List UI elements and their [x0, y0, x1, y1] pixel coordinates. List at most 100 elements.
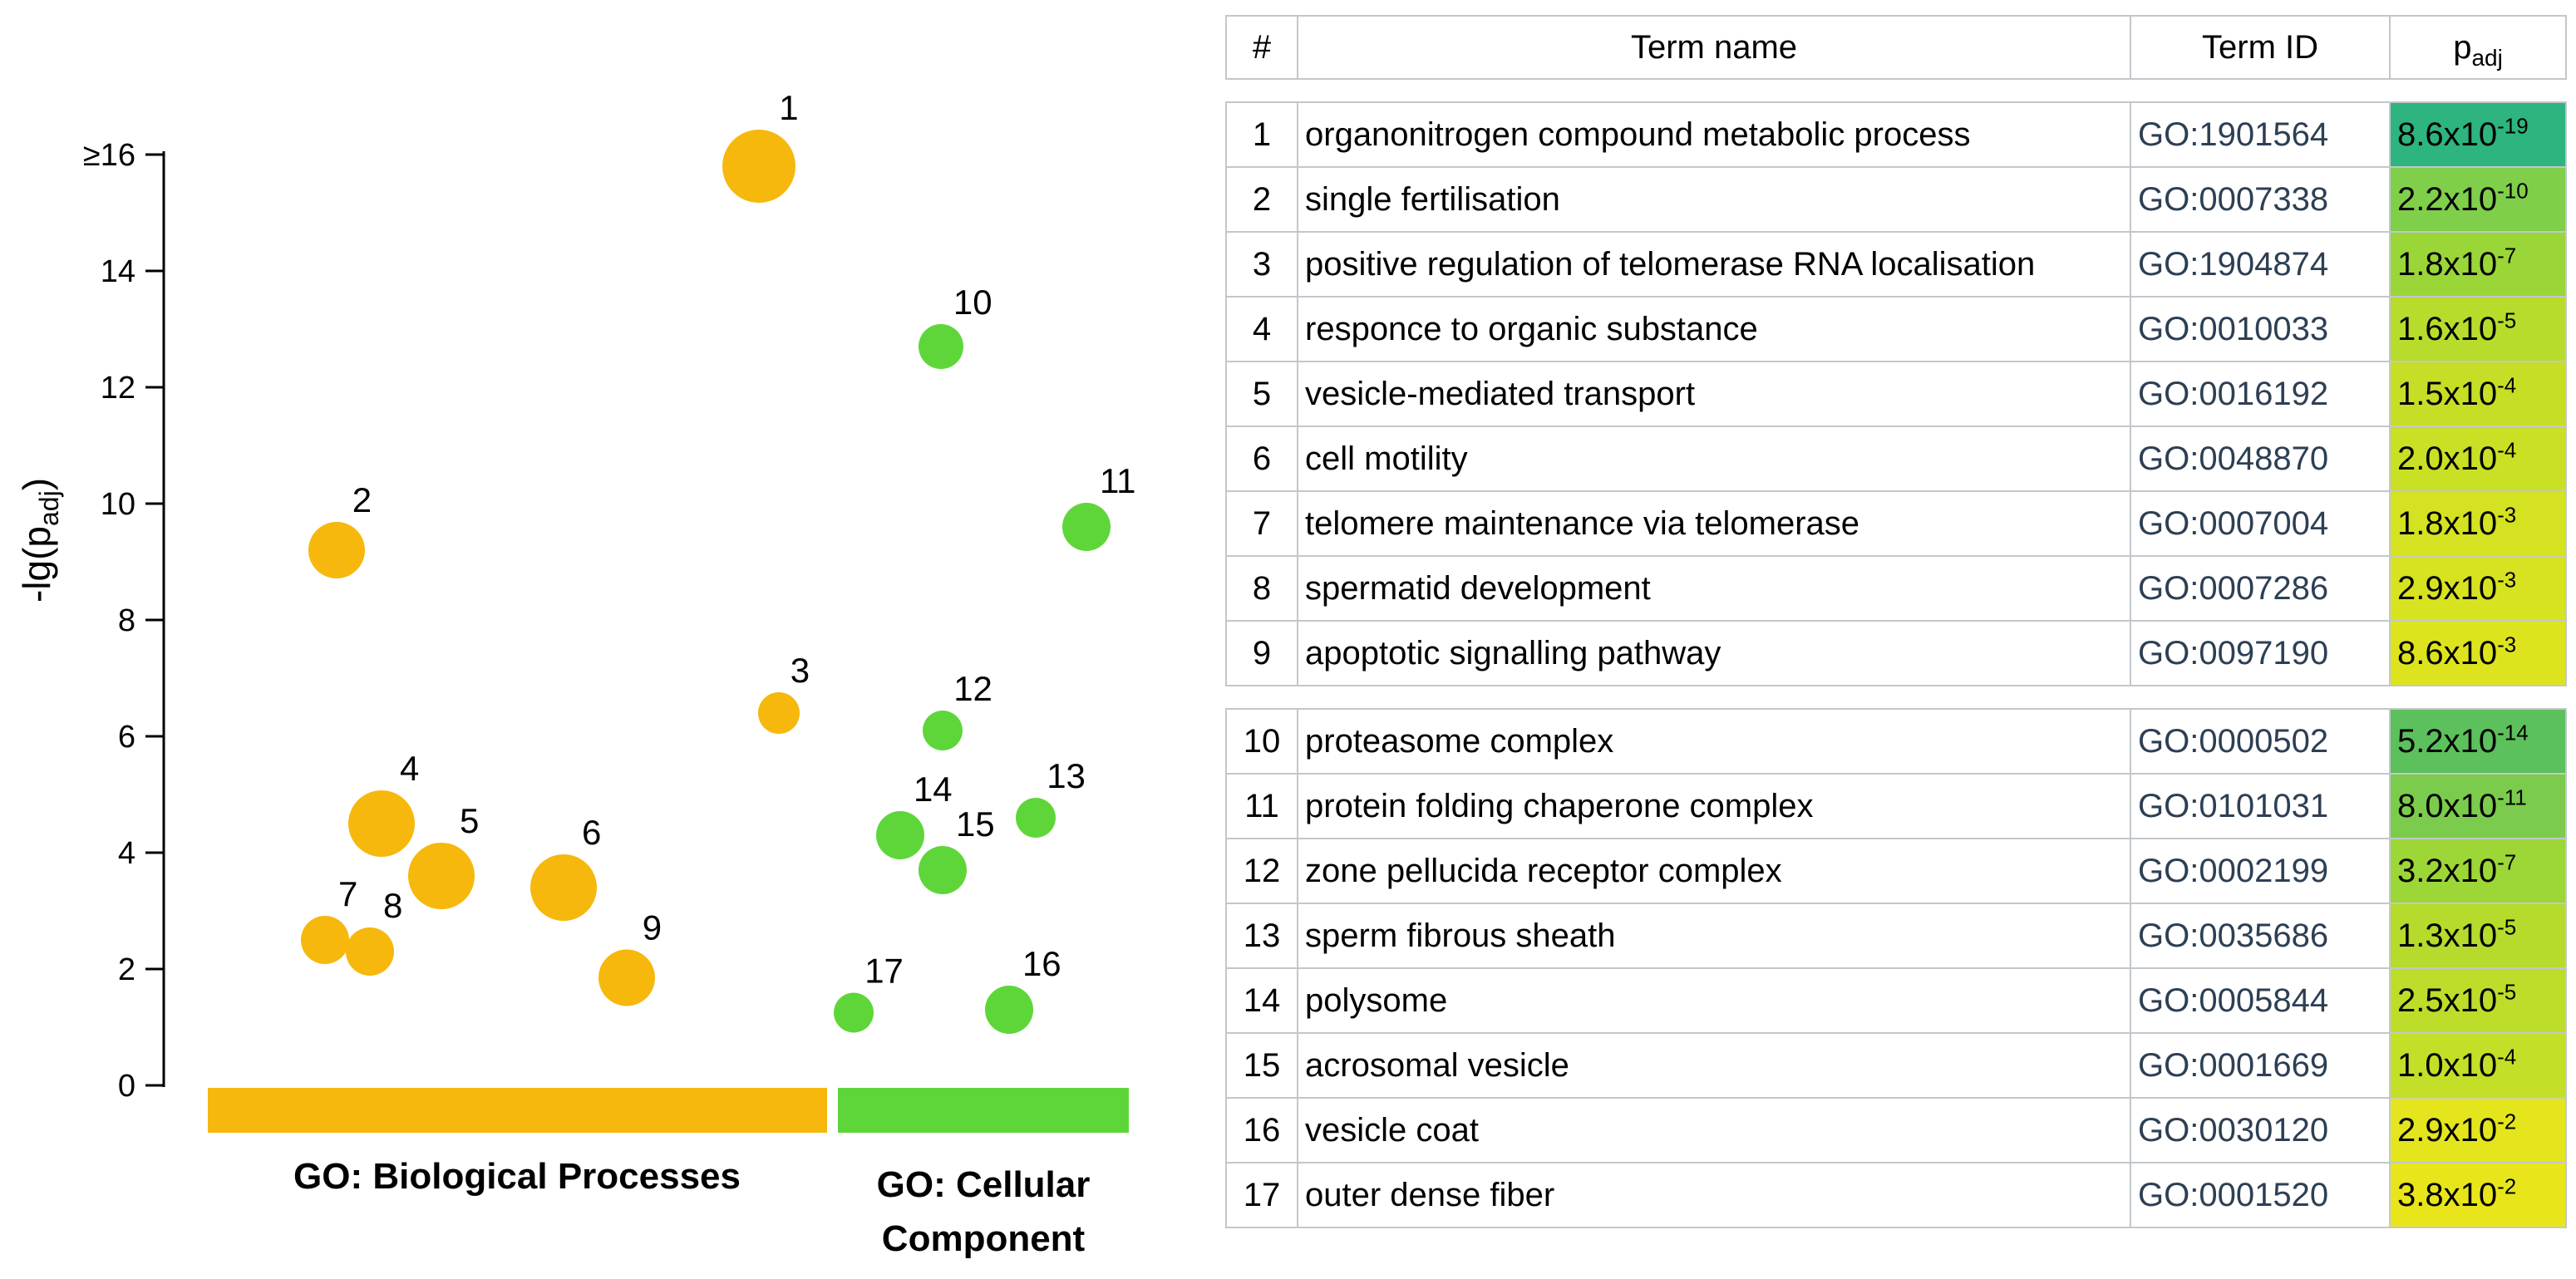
term-name: sperm fibrous sheath: [1297, 903, 2131, 969]
term-padj: 1.0x10-4: [2389, 1032, 2567, 1099]
bubble-12: [923, 711, 963, 750]
bubble-label-9: 9: [643, 908, 662, 947]
padj-mantissa: 8.6x10: [2397, 634, 2498, 671]
term-num: 11: [1225, 773, 1298, 839]
padj-mantissa: 1.8x10: [2397, 504, 2498, 542]
group-spacer: [1226, 78, 2566, 103]
term-id: GO:0002199: [2130, 838, 2391, 904]
term-num: 1: [1225, 101, 1298, 168]
table-header-row: # Term name Term ID padj: [1225, 15, 2567, 80]
bubble-label-3: 3: [791, 651, 810, 690]
category-label-biological-processes: GO: Biological Processes: [293, 1156, 741, 1197]
term-name: positive regulation of telomerase RNA lo…: [1297, 231, 2131, 298]
term-id: GO:0010033: [2130, 296, 2391, 362]
bubble-6: [530, 854, 597, 921]
padj-exponent: -3: [2497, 567, 2517, 593]
bubble-7: [301, 916, 349, 964]
term-num: 5: [1225, 361, 1298, 427]
padj-exponent: -3: [2497, 632, 2517, 657]
bubble-14: [876, 811, 924, 859]
bubble-15: [919, 846, 967, 894]
term-id: GO:0007004: [2130, 490, 2391, 557]
bubble-label-6: 6: [582, 813, 601, 852]
term-id: GO:0101031: [2130, 773, 2391, 839]
bubble-9: [598, 949, 655, 1006]
term-padj: 2.0x10-4: [2389, 426, 2567, 492]
padj-mantissa: 8.6x10: [2397, 116, 2498, 153]
bubble-label-8: 8: [383, 886, 402, 925]
padj-mantissa: 2.0x10: [2397, 440, 2498, 477]
term-id: GO:0007286: [2130, 555, 2391, 622]
term-id: GO:0001520: [2130, 1162, 2391, 1228]
bubble-8: [346, 927, 394, 976]
term-name: vesicle coat: [1297, 1097, 2131, 1163]
term-num: 8: [1225, 555, 1298, 622]
padj-exponent: -4: [2497, 372, 2517, 398]
group-spacer: [1226, 685, 2566, 710]
y-tick-label: 6: [118, 720, 135, 755]
term-num: 14: [1225, 967, 1298, 1034]
term-padj: 1.6x10-5: [2389, 296, 2567, 362]
bubble-label-12: 12: [953, 669, 992, 708]
term-num: 4: [1225, 296, 1298, 362]
term-num: 6: [1225, 426, 1298, 492]
y-axis-title-close: ): [15, 478, 58, 490]
term-padj: 8.0x10-11: [2389, 773, 2567, 839]
y-tick-label: 0: [118, 1069, 135, 1104]
bubble-5: [408, 843, 475, 909]
padj-exponent: -4: [2497, 437, 2517, 463]
padj-exponent: -2: [2497, 1173, 2517, 1199]
term-id: GO:0030120: [2130, 1097, 2391, 1163]
bubble-1: [722, 130, 795, 203]
bubble-2: [308, 522, 365, 578]
term-id: GO:1904874: [2130, 231, 2391, 298]
bubble-label-13: 13: [1047, 756, 1086, 795]
padj-mantissa: 1.0x10: [2397, 1046, 2498, 1084]
term-padj: 3.8x10-2: [2389, 1162, 2567, 1228]
header-term-id: Term ID: [2130, 15, 2391, 80]
bubble-label-17: 17: [864, 952, 904, 991]
bubble-11: [1062, 503, 1111, 551]
term-name: outer dense fiber: [1297, 1162, 2131, 1228]
term-padj: 1.5x10-4: [2389, 361, 2567, 427]
padj-exponent: -14: [2497, 720, 2529, 745]
padj-exponent: -7: [2497, 849, 2517, 875]
header-padj: padj: [2389, 15, 2567, 80]
term-padj: 3.2x10-7: [2389, 838, 2567, 904]
term-padj: 8.6x10-19: [2389, 101, 2567, 168]
term-num: 10: [1225, 708, 1298, 775]
term-num: 13: [1225, 903, 1298, 969]
term-name: vesicle-mediated transport: [1297, 361, 2131, 427]
bubble-label-2: 2: [352, 480, 372, 519]
bubble-label-14: 14: [914, 770, 953, 809]
term-name: cell motility: [1297, 426, 2131, 492]
y-axis-title-main: -lg(p: [15, 526, 58, 603]
term-num: 2: [1225, 166, 1298, 233]
term-name: responce to organic substance: [1297, 296, 2131, 362]
bubble-4: [348, 790, 415, 857]
term-id: GO:0097190: [2130, 620, 2391, 686]
bubble-label-4: 4: [400, 749, 419, 788]
term-padj: 1.3x10-5: [2389, 903, 2567, 969]
padj-exponent: -5: [2497, 914, 2517, 940]
header-num: #: [1225, 15, 1298, 80]
padj-exponent: -11: [2497, 785, 2527, 810]
term-id: GO:0048870: [2130, 426, 2391, 492]
term-padj: 2.9x10-2: [2389, 1097, 2567, 1163]
bubble-label-16: 16: [1022, 944, 1061, 983]
group-spacer-cell: [1226, 78, 2566, 103]
term-name: single fertilisation: [1297, 166, 2131, 233]
term-num: 15: [1225, 1032, 1298, 1099]
